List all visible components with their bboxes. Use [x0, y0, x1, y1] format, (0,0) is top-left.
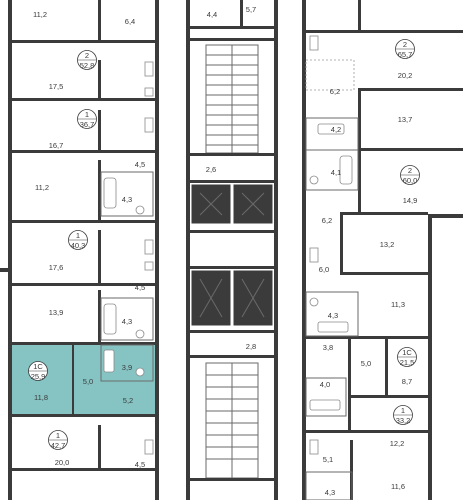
unit-total-area: 42,7	[51, 441, 66, 450]
room-area-labels: 11,2 6,4 17,5 16,7 4,5 11,2 4,3 17,6 4,5…	[33, 5, 417, 497]
room-area: 3,8	[323, 343, 333, 352]
apartment-labels: 2 52,8 1 36,7 1 40,3 1С 25,9 1 42,7	[28, 39, 420, 451]
room-area: 11,3	[391, 300, 405, 309]
unit-total-area: 65,7	[398, 50, 413, 59]
unit-total-area: 21,5	[400, 358, 415, 367]
unit-total-area: 25,9	[31, 372, 46, 381]
room-area: 14,9	[403, 196, 418, 205]
right-fixtures	[309, 35, 353, 455]
unit-total-area: 36,7	[80, 120, 95, 129]
room-area: 11,6	[391, 482, 405, 491]
unit-rooms: 1	[401, 406, 405, 415]
room-area: 4,0	[320, 380, 330, 389]
room-area: 4,4	[207, 10, 217, 19]
right-apartments-walls	[302, 0, 463, 500]
unit-label-left-1-40-3[interactable]: 1 40,3	[68, 230, 88, 251]
room-area: 4,5	[135, 460, 145, 469]
room-area: 6,4	[125, 17, 135, 26]
room-area: 13,7	[398, 115, 413, 124]
room-area: 4,1	[331, 168, 341, 177]
unit-rooms: 1	[85, 110, 89, 119]
room-area: 6,0	[319, 265, 329, 274]
room-area: 4,3	[122, 195, 132, 204]
unit-total-area: 52,8	[80, 61, 95, 70]
room-area: 11,8	[34, 393, 48, 402]
unit-label-left-1-36-7[interactable]: 1 36,7	[77, 109, 97, 130]
unit-label-left-2-52-8[interactable]: 2 52,8	[77, 50, 97, 71]
central-core-walls	[186, 0, 278, 500]
room-area: 5,7	[246, 5, 256, 14]
room-area: 20,0	[55, 458, 70, 467]
unit-rooms: 1	[76, 231, 80, 240]
unit-total-area: 60,0	[403, 176, 418, 185]
room-area: 2,8	[246, 342, 256, 351]
unit-label-right-2-60-0[interactable]: 2 60,0	[400, 165, 420, 186]
room-area: 8,7	[402, 377, 412, 386]
unit-total-area: 33,2	[396, 416, 411, 425]
room-area: 5,1	[323, 455, 333, 464]
room-area: 5,0	[361, 359, 371, 368]
unit-label-right-1-33-2[interactable]: 1 33,2	[393, 405, 413, 426]
unit-rooms: 2	[85, 51, 89, 60]
room-area: 16,7	[49, 141, 64, 150]
room-area: 4,3	[325, 488, 335, 497]
room-area: 17,6	[49, 263, 64, 272]
room-area: 11,2	[33, 10, 47, 19]
room-area: 5,2	[123, 396, 133, 405]
unit-label-right-2-65-7[interactable]: 2 65,7	[395, 39, 415, 60]
unit-label-left-1c-25-9[interactable]: 1С 25,9	[28, 361, 48, 382]
room-area: 2,6	[206, 165, 216, 174]
room-area: 13,2	[380, 240, 395, 249]
unit-rooms: 1	[56, 431, 60, 440]
room-area: 11,2	[35, 183, 49, 192]
unit-label-right-1c-21-5[interactable]: 1С 21,5	[397, 347, 417, 368]
room-area: 4,3	[328, 311, 338, 320]
unit-label-left-1-42-7[interactable]: 1 42,7	[48, 430, 68, 451]
unit-total-area: 40,3	[71, 241, 86, 250]
room-area: 17,5	[49, 82, 64, 91]
left-apartments-walls	[0, 0, 159, 500]
left-fixtures	[103, 61, 154, 455]
room-area: 4,3	[122, 317, 132, 326]
unit-rooms: 1С	[402, 348, 412, 357]
unit-rooms: 2	[408, 166, 412, 175]
room-area: 5,0	[83, 377, 93, 386]
unit-rooms: 2	[403, 40, 407, 49]
room-area: 4,2	[331, 125, 341, 134]
room-area: 3,9	[122, 363, 132, 372]
room-area: 6,2	[330, 87, 340, 96]
room-area: 12,2	[390, 439, 405, 448]
room-area: 13,9	[49, 308, 64, 317]
room-area: 4,5	[135, 160, 145, 169]
room-area: 6,2	[322, 216, 332, 225]
room-area: 4,5	[135, 283, 145, 292]
unit-rooms: 1С	[33, 362, 43, 371]
room-area: 20,2	[398, 71, 413, 80]
